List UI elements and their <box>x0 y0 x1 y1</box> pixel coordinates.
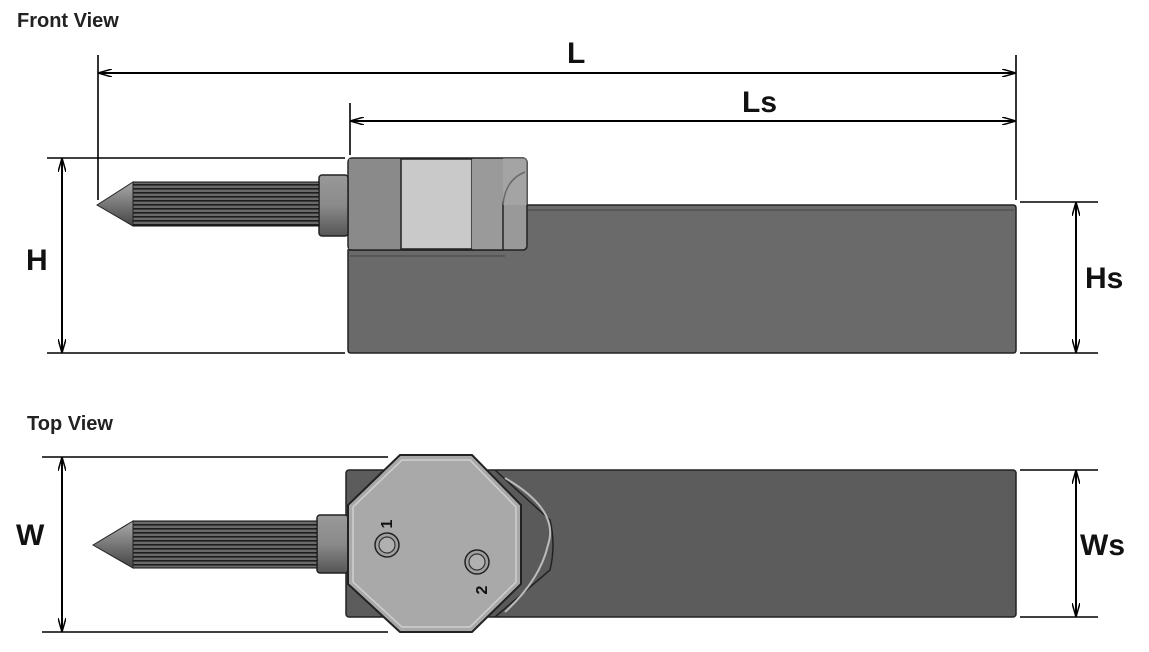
collar <box>318 174 349 237</box>
front-view: Front View L Ls H Hs <box>17 10 1123 354</box>
dimension-label-Ws: Ws <box>1080 529 1125 562</box>
top-view: Top View W Ws 1 2 <box>16 413 1125 633</box>
cone-tip-top <box>92 520 134 569</box>
knurled-shaft <box>132 181 320 227</box>
cone-tip <box>96 181 134 227</box>
octagonal-head <box>347 454 522 633</box>
adjustment-hole-1[interactable] <box>374 532 400 558</box>
dimension-label-Hs: Hs <box>1085 262 1123 295</box>
front-view-title: Front View <box>17 10 119 32</box>
dimension-label-H: H <box>26 244 48 277</box>
head-block <box>347 157 528 251</box>
dimension-label-Ls: Ls <box>742 86 777 119</box>
collar-top <box>316 514 349 574</box>
adjustment-hole-2[interactable] <box>464 549 490 575</box>
top-view-title: Top View <box>27 413 113 435</box>
knurled-shaft-top <box>132 520 318 569</box>
hole-label-1: 1 <box>379 519 396 528</box>
dimension-label-W: W <box>16 519 45 552</box>
dimension-label-L: L <box>567 37 585 70</box>
hole-label-2: 2 <box>474 585 491 594</box>
